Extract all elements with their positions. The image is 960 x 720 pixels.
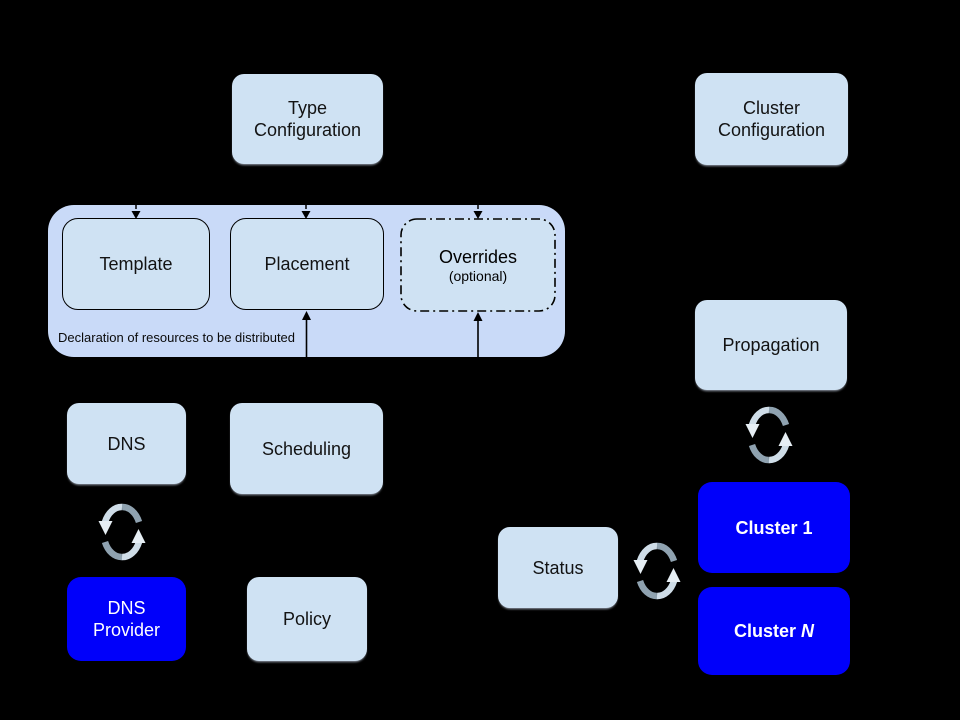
node-label: Placement xyxy=(264,254,350,274)
node-label: DNS xyxy=(107,598,146,618)
node-placement: Placement xyxy=(230,218,384,310)
node-label: Provider xyxy=(92,620,161,640)
node-label: Status xyxy=(532,557,584,578)
node-dns: DNS xyxy=(67,403,186,484)
node-label: DNS xyxy=(107,433,146,454)
node-policy: Policy xyxy=(247,577,367,661)
sync-icon xyxy=(745,406,793,464)
sync-icon xyxy=(633,542,681,600)
node-status: Status xyxy=(498,527,618,608)
node-dns-provider: DNS Provider xyxy=(67,577,186,661)
group-caption: Declaration of resources to be distribut… xyxy=(58,330,296,345)
node-label: Cluster xyxy=(742,98,800,118)
node-label: Propagation xyxy=(722,335,820,355)
node-label: Scheduling xyxy=(261,438,352,459)
node-sublabel: (optional) xyxy=(448,267,508,284)
sync-icon xyxy=(98,503,146,561)
node-overrides: Overrides (optional) xyxy=(400,218,556,312)
node-label: Overrides xyxy=(438,246,518,267)
node-label: Configuration xyxy=(253,120,362,140)
node-type-configuration: Type Configuration xyxy=(232,74,383,164)
node-label: Policy xyxy=(282,609,331,629)
node-template: Template xyxy=(62,218,210,310)
node-label: Type xyxy=(287,98,328,118)
node-propagation: Propagation xyxy=(695,300,847,390)
node-scheduling: Scheduling xyxy=(230,403,383,494)
node-label: Template xyxy=(99,254,173,274)
node-label: Configuration xyxy=(717,120,826,140)
node-cluster-configuration: Cluster Configuration xyxy=(695,73,848,165)
dash-dot-border xyxy=(400,218,556,312)
